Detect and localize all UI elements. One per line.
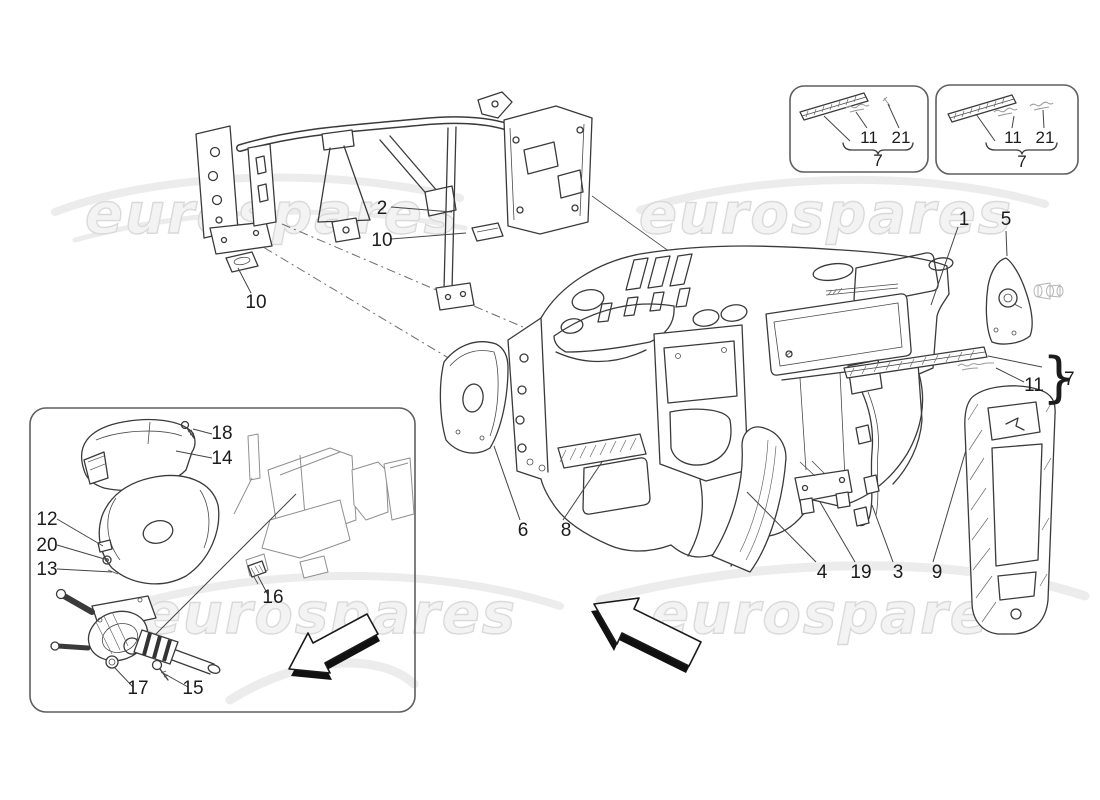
end-cap-right — [985, 257, 1064, 345]
callout-13: 13 — [36, 559, 57, 580]
lower-shroud — [97, 474, 220, 585]
callout-10: 10 — [245, 292, 266, 313]
callout-14: 14 — [211, 448, 233, 469]
callout-12: 12 — [36, 509, 57, 530]
callout-16: 16 — [262, 587, 283, 608]
brace-glyph: } — [1042, 346, 1076, 409]
swoosh-curve — [106, 572, 564, 616]
lower-trim-strip — [557, 433, 647, 469]
clip-part — [247, 560, 267, 585]
callout-box1-11: 11 — [860, 128, 878, 147]
fastener-barrel — [1033, 282, 1064, 300]
direction-arrow — [288, 613, 380, 680]
watermark-text: eurospares — [651, 582, 1025, 647]
script-marking — [993, 107, 1018, 117]
trim-strip-loose — [843, 346, 994, 379]
end-cap-left — [439, 341, 509, 454]
upper-shroud — [80, 418, 196, 491]
box-border — [935, 84, 1079, 175]
option-box-1 — [789, 85, 929, 173]
box-border — [789, 85, 929, 173]
wiring-harness — [847, 359, 883, 527]
callout-box2-21: 21 — [1036, 128, 1055, 147]
alignment-lines — [247, 195, 671, 361]
steering-column-assembly — [50, 588, 221, 675]
callout-7: 7 — [1064, 369, 1075, 390]
callout-17: 17 — [127, 678, 148, 699]
script-marking — [845, 103, 870, 113]
callout-19: 19 — [850, 562, 871, 583]
callout-11: 11 — [1024, 375, 1044, 396]
callout-2: 2 — [377, 198, 388, 219]
callouts: 2 10 10 1 5 11 } 7 6 8 4 19 3 9 18 14 12… — [36, 128, 1076, 699]
center-trim-sail — [711, 426, 787, 573]
watermark-text: eurospares — [639, 182, 1013, 247]
callout-box1-21: 21 — [892, 128, 911, 147]
mount-bracket — [794, 460, 853, 515]
callout-15: 15 — [182, 678, 203, 699]
console-surround — [964, 385, 1056, 635]
callout-box2-7: 7 — [1017, 152, 1026, 171]
callout-6: 6 — [518, 520, 529, 541]
callout-3: 3 — [893, 562, 904, 583]
background-frame-sketch — [233, 433, 415, 579]
callout-18: 18 — [211, 423, 232, 444]
crossbeam-frame — [195, 91, 593, 311]
script-marking — [1029, 101, 1054, 111]
callout-1: 1 — [959, 209, 970, 230]
screw-part — [151, 659, 169, 681]
screw-part — [180, 420, 195, 439]
option-box-2 — [935, 84, 1079, 175]
clip-part — [471, 222, 504, 242]
callout-20: 20 — [36, 535, 57, 556]
callout-box2-11: 11 — [1004, 128, 1022, 147]
box-border — [29, 407, 416, 713]
steering-column-box — [29, 407, 416, 713]
swoosh-curve — [51, 173, 464, 216]
callout-9: 9 — [932, 562, 943, 583]
callout-box1-7: 7 — [873, 151, 882, 170]
leader-lines — [56, 206, 1043, 688]
nut-part — [105, 655, 119, 669]
direction-arrow — [591, 597, 702, 673]
pin-part — [882, 96, 891, 107]
clip-part — [225, 251, 259, 273]
callout-10: 10 — [371, 230, 392, 251]
swoosh-curve — [636, 175, 1049, 214]
callout-5: 5 — [1001, 209, 1012, 230]
callout-4: 4 — [817, 562, 828, 583]
callout-8: 8 — [561, 520, 572, 541]
script-marking — [957, 362, 994, 371]
clip-part — [97, 539, 113, 553]
